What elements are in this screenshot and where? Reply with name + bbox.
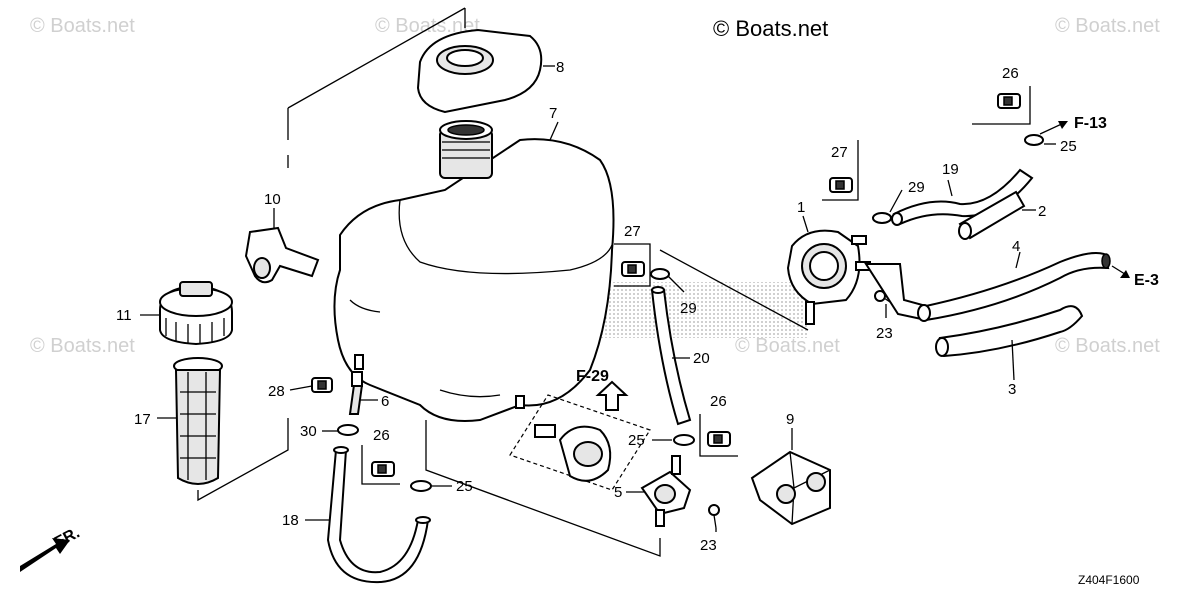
bracket-line-top xyxy=(287,7,466,168)
tube-4-part[interactable] xyxy=(864,252,1111,322)
callout-23-lower: 23 xyxy=(700,537,717,554)
screw-23-lower-part[interactable] xyxy=(708,504,720,529)
clip-26-middle-part[interactable] xyxy=(707,431,731,447)
callout-25-upper: 25 xyxy=(1060,138,1077,155)
joint-6-part[interactable] xyxy=(348,371,364,415)
leader-3 xyxy=(1011,339,1015,381)
callout-17: 17 xyxy=(134,411,151,428)
tube-20-part[interactable] xyxy=(650,286,692,426)
fuel-tube-18-part[interactable] xyxy=(326,446,431,584)
clip-29-left-part[interactable] xyxy=(650,268,670,280)
callout-25-middle: 25 xyxy=(628,432,645,449)
leader-19 xyxy=(947,179,953,197)
watermark-mid-right: © Boats.net xyxy=(735,335,840,357)
ref-f13: F-13 xyxy=(1074,115,1107,132)
callout-2: 2 xyxy=(1038,203,1046,220)
leader-28 xyxy=(289,385,313,391)
callout-26-left: 26 xyxy=(373,427,390,444)
callout-29-left: 29 xyxy=(680,300,697,317)
watermark-mid-far-right: © Boats.net xyxy=(1055,335,1160,357)
bracket-26-middle xyxy=(699,414,738,457)
front-arrow-icon xyxy=(20,538,70,572)
callout-3: 3 xyxy=(1008,381,1016,398)
tube-3-part[interactable] xyxy=(935,305,1084,358)
callout-5: 5 xyxy=(614,484,622,501)
fuel-strainer-part[interactable] xyxy=(173,357,223,485)
callout-19: 19 xyxy=(942,161,959,178)
callout-26-upper: 26 xyxy=(1002,65,1019,82)
callout-7: 7 xyxy=(549,105,557,122)
bracket-27-right xyxy=(822,140,859,201)
arrow-e3-head xyxy=(1120,270,1130,278)
ref-f29: F-29 xyxy=(576,368,609,385)
leader-29-left xyxy=(667,275,685,293)
screw-23-upper-part[interactable] xyxy=(874,290,891,303)
filler-cover-part[interactable] xyxy=(416,28,543,114)
diagram-code: Z404F1600 xyxy=(1078,573,1140,587)
bracket-27-left xyxy=(614,243,651,287)
fuel-pump-1-part[interactable] xyxy=(786,229,871,325)
callout-20: 20 xyxy=(693,350,710,367)
callout-6: 6 xyxy=(381,393,389,410)
leader-4 xyxy=(1015,251,1021,269)
leader-1 xyxy=(802,215,809,233)
clip-28-part[interactable] xyxy=(311,377,333,393)
ref-e3: E-3 xyxy=(1134,272,1159,289)
leader-7 xyxy=(549,121,559,141)
callout-9: 9 xyxy=(786,411,794,428)
callout-10: 10 xyxy=(264,191,281,208)
bracket-26-left xyxy=(361,445,400,485)
clip-29-right-part[interactable] xyxy=(872,212,892,224)
tube-19-part[interactable] xyxy=(891,168,1034,226)
callout-11: 11 xyxy=(116,307,132,324)
clip-27-right-part[interactable] xyxy=(829,177,853,193)
callout-29-right: 29 xyxy=(908,179,925,196)
copyright-text: © Boats.net xyxy=(713,16,828,41)
clip-27-left-part[interactable] xyxy=(621,261,645,277)
bracket-line-lower xyxy=(425,420,661,557)
f29-reference-box xyxy=(509,380,651,491)
fuel-cock-5-part[interactable] xyxy=(640,455,692,527)
callout-28: 28 xyxy=(268,383,285,400)
callout-23-upper: 23 xyxy=(876,325,893,342)
clip-25-lower-part[interactable] xyxy=(410,480,432,492)
callout-4: 4 xyxy=(1012,238,1020,255)
bracket-line-right xyxy=(659,249,809,331)
callout-27-left: 27 xyxy=(624,223,641,240)
watermark-top-left: © Boats.net xyxy=(30,15,135,37)
clip-26-lower-left-part[interactable] xyxy=(371,461,395,477)
fuel-tank-part[interactable] xyxy=(333,120,615,422)
bracket-10-part[interactable] xyxy=(244,226,320,284)
bracket-26-upper xyxy=(972,86,1031,125)
callout-27-right: 27 xyxy=(831,144,848,161)
fuel-cock-ghost-part xyxy=(534,424,612,482)
leader-29-right xyxy=(889,189,903,213)
watermarks: © Boats.net © Boats.net © Boats.net © Bo… xyxy=(30,15,1160,357)
arrow-f13-head xyxy=(1058,121,1068,129)
watermark-mid-left: © Boats.net xyxy=(30,335,135,357)
bracket-9-part[interactable] xyxy=(750,450,831,526)
clip-25-middle-part[interactable] xyxy=(673,434,695,446)
bracket-line-strainer xyxy=(197,418,289,502)
callout-18: 18 xyxy=(282,512,299,529)
callout-1: 1 xyxy=(797,199,805,216)
callout-8: 8 xyxy=(556,59,564,76)
callout-30: 30 xyxy=(300,423,317,440)
fuel-cap-part[interactable] xyxy=(159,281,233,346)
clip-30-part[interactable] xyxy=(337,424,359,436)
clip-26-upper-part[interactable] xyxy=(997,93,1021,109)
watermark-top-right: © Boats.net xyxy=(1055,15,1160,37)
clip-25-upper-part[interactable] xyxy=(1024,134,1044,146)
tube-2-part[interactable] xyxy=(958,190,1026,240)
callout-26-middle: 26 xyxy=(710,393,727,410)
watermark-top-center: © Boats.net xyxy=(375,15,480,37)
